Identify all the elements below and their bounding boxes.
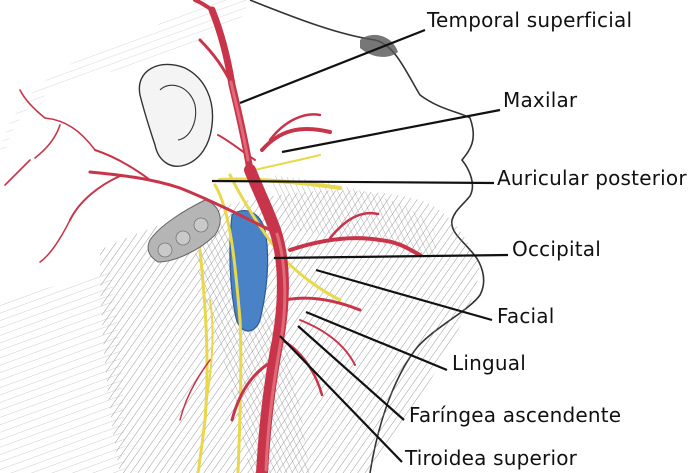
leader-facial [315,268,493,322]
ear-inner [159,84,197,141]
sternocleidomastoid [194,200,310,473]
parotid-gland [147,199,221,263]
scalp-region [0,0,250,150]
arteries [39,0,422,473]
label-temporal-superficial: Temporal superficial [427,8,633,32]
artery-highlights [229,80,287,472]
lingual-branch [283,296,362,312]
leader-faringea-ascendente [297,325,405,421]
label-auricular-posterior: Auricular posterior [497,166,687,190]
leader-auricular-posterior [211,179,495,185]
label-faringea-ascendente: Faríngea ascendente [409,403,622,427]
leader-temporal-superficial [239,28,426,105]
posterior-neck [0,270,125,473]
superior-thyroid-branch [230,358,277,422]
leader-lines [211,28,509,463]
facial-branch [288,236,422,257]
label-facial: Facial [497,304,555,328]
scalp-arteries [4,89,96,186]
occipital-branch [88,170,272,232]
leader-occipital [273,253,509,260]
label-occipital: Occipital [512,237,601,261]
label-tiroidea-superior: Tiroidea superior [405,446,578,470]
label-lingual: Lingual [452,351,526,375]
leader-lingual [305,310,448,372]
maxillary-branch [260,127,332,152]
ear [138,63,214,167]
leader-tiroidea-superior [279,335,403,463]
label-maxilar: Maxilar [503,88,578,112]
leader-maxilar [281,108,501,154]
common-carotid [244,164,289,473]
